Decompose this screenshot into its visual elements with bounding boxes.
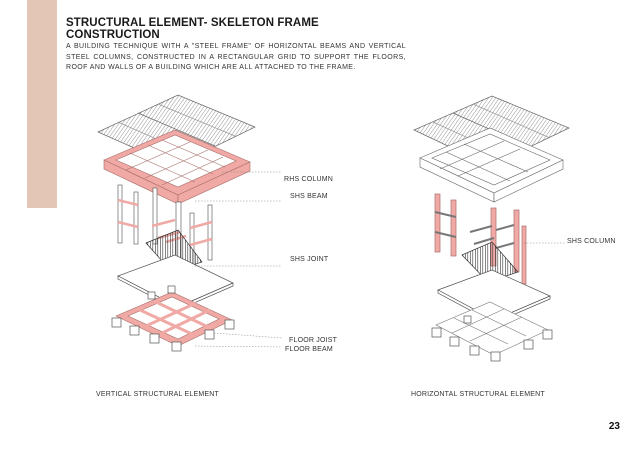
caption-horizontal-structural-element: HORIZONTAL STRUCTURAL ELEMENT [411,391,545,398]
left-footings [111,285,235,352]
right-beam-frame [419,127,564,203]
label-floor-beam: FLOOR BEAM [285,346,333,353]
left-floor-grid [115,291,233,347]
label-shs-joint: SHS JOINT [290,256,329,263]
caption-vertical-structural-element: VERTICAL STRUCTURAL ELEMENT [96,391,219,398]
label-shs-beam: SHS BEAM [290,193,328,200]
right-footings [431,315,553,362]
label-floor-joist: FLOOR JOIST [289,337,338,344]
left-beam-frame [103,129,251,205]
left-assembly [97,94,283,352]
page-number: 23 [608,421,620,432]
right-assembly [413,95,570,362]
label-rhs-column: RHS COLUMN [284,176,334,183]
right-columns [434,193,527,285]
label-shs-column: SHS COLUMN [567,238,616,245]
page-description: A BUILDING TECHNIQUE WITH A "STEEL FRAME… [66,43,406,71]
page-title: STRUCTURAL ELEMENT- SKELETON FRAME CONST… [66,17,319,41]
accent-bar [27,0,57,208]
left-leader-lines [194,171,283,348]
right-joint-grating [461,241,519,283]
